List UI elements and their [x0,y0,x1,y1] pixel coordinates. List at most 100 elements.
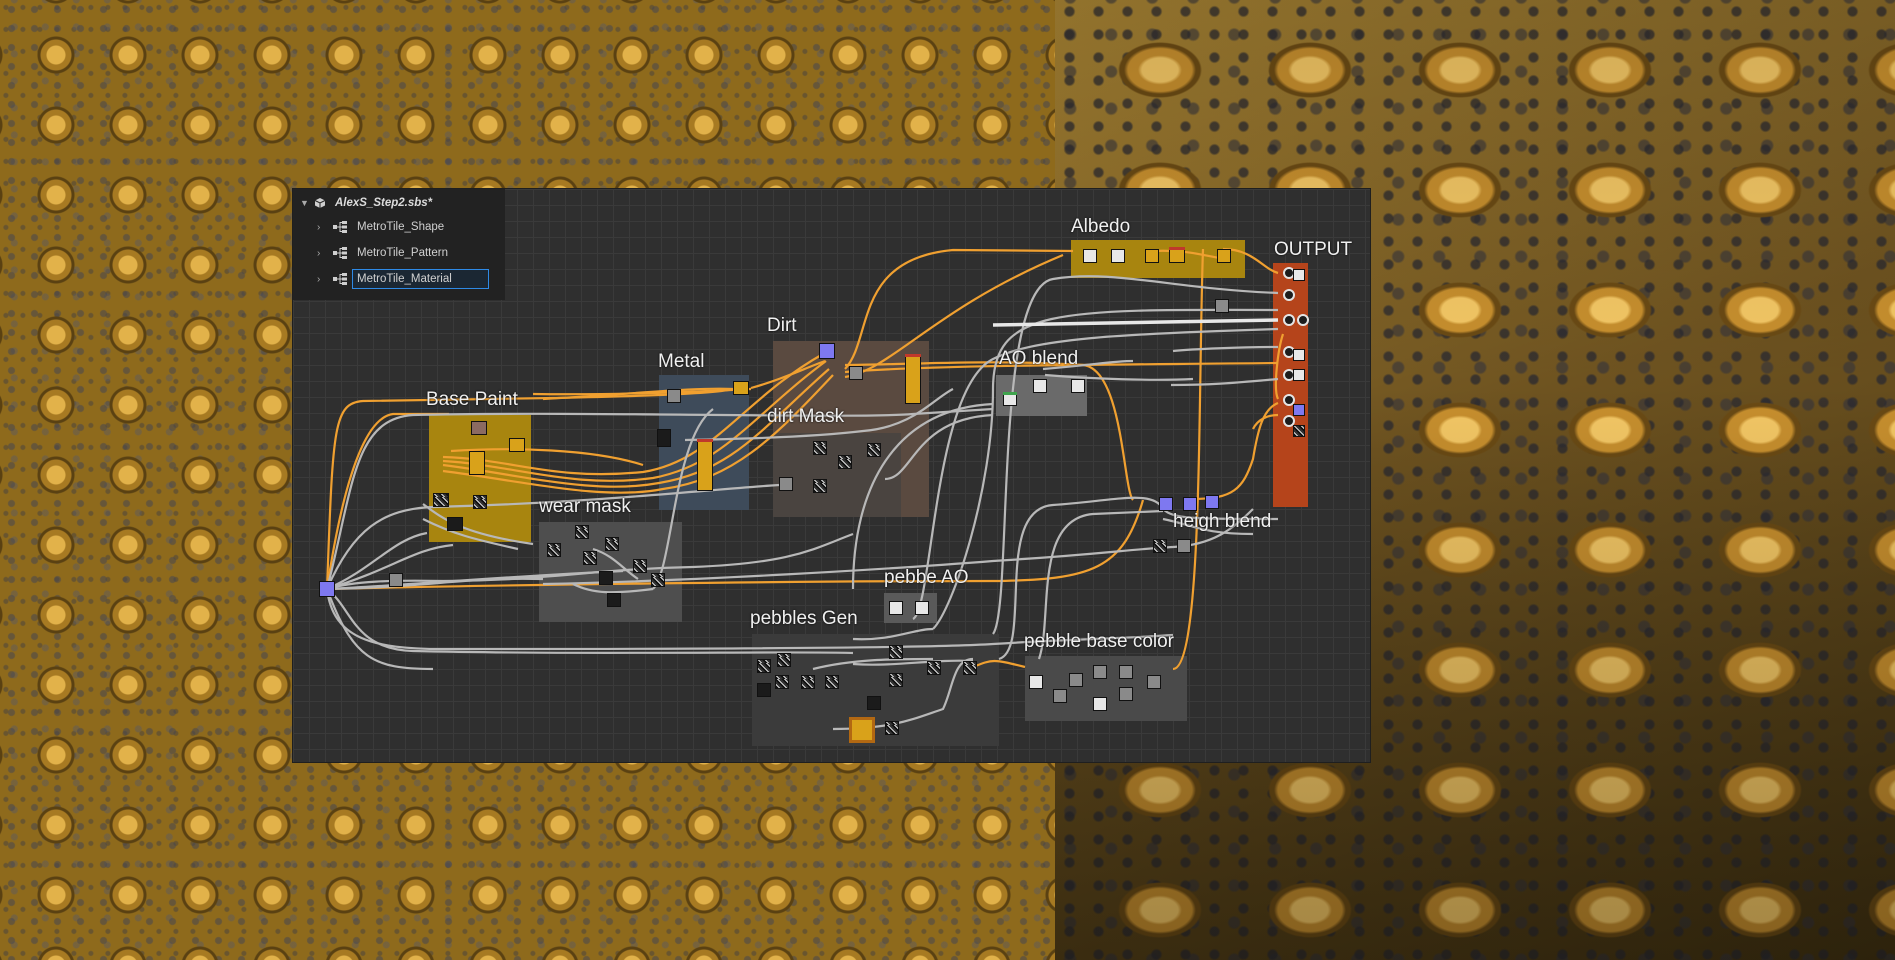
graph-node[interactable] [1083,249,1097,263]
frame-title-pebbles-gen: pebbles Gen [750,608,858,629]
graph-node[interactable] [1205,495,1219,509]
graph-node[interactable] [471,421,487,435]
graph-node[interactable] [583,551,597,565]
output-node[interactable] [1283,394,1295,406]
graph-node[interactable] [509,438,525,452]
graph-node[interactable] [885,721,899,735]
graph-node[interactable] [757,683,771,697]
graph-node[interactable] [813,479,827,493]
explorer-panel: ▼ AlexS_Step2.sbs* › MetroTile_Shape › [293,189,505,300]
graph-node[interactable] [733,381,749,395]
graph-node[interactable] [1029,675,1043,689]
explorer-package-row[interactable]: ▼ AlexS_Step2.sbs* [293,191,505,215]
frame-title-pebble-base-color: pebble base color [1024,631,1174,652]
graph-node[interactable] [813,441,827,455]
graph-node[interactable] [1119,665,1133,679]
chevron-right-icon[interactable]: › [317,247,321,259]
graph-node[interactable] [849,717,875,743]
graph-node[interactable] [963,661,977,675]
chevron-right-icon[interactable]: › [317,273,321,285]
graph-node[interactable] [757,659,771,673]
graph-node[interactable] [1069,673,1083,687]
graph-node[interactable] [849,366,863,380]
graph-icon [333,221,347,233]
frame-title-ao-blend: AO blend [999,348,1079,369]
graph-node[interactable] [1053,689,1067,703]
graph-node[interactable] [915,601,929,615]
graph-node[interactable] [605,537,619,551]
chevron-down-icon[interactable]: ▼ [300,198,309,208]
graph-node[interactable] [1033,379,1047,393]
graph-node[interactable] [905,354,921,404]
graph-node[interactable] [1093,697,1107,711]
graph-node[interactable] [547,543,561,557]
package-icon [314,198,326,208]
explorer-graph-item-selected[interactable]: › MetroTile_Material [293,267,505,291]
graph-node[interactable] [867,443,881,457]
frame-title-metal: Metal [658,351,705,372]
graph-node[interactable] [889,645,903,659]
graph-node[interactable] [1293,269,1305,281]
graph-node[interactable] [1215,299,1229,313]
graph-node[interactable] [607,593,621,607]
graph-node[interactable] [1145,249,1159,263]
explorer-graph-item[interactable]: › MetroTile_Shape [293,215,505,239]
graph-node[interactable] [1071,379,1085,393]
graph-node[interactable] [889,601,903,615]
graph-node[interactable] [819,343,835,359]
graph-node[interactable] [1293,404,1305,416]
graph-node[interactable] [838,455,852,469]
graph-node[interactable] [389,573,403,587]
graph-node[interactable] [779,477,793,491]
graph-node[interactable] [667,389,681,403]
frame-title-dirt-mask: dirt Mask [767,406,845,427]
graph-node[interactable] [1159,497,1173,511]
graph-node[interactable] [801,675,815,689]
graph-node[interactable] [1153,539,1167,553]
graph-node[interactable] [1293,349,1305,361]
graph-node[interactable] [775,675,789,689]
frame-dirt-mask[interactable] [773,433,901,517]
node-header [1169,247,1185,250]
graph-node[interactable] [433,493,449,507]
graph-node[interactable] [1111,249,1125,263]
explorer-graph-label: MetroTile_Shape [357,221,445,233]
node-header [697,439,713,442]
graph-node[interactable] [469,451,485,475]
graph-node[interactable] [1119,687,1133,701]
graph-node[interactable] [697,439,713,491]
graph-node[interactable] [1293,369,1305,381]
chevron-right-icon[interactable]: › [317,221,321,233]
graph-node[interactable] [633,559,647,573]
graph-node[interactable] [1177,539,1191,553]
graph-node[interactable] [889,673,903,687]
graph-node[interactable] [1183,497,1197,511]
graph-node[interactable] [1147,675,1161,689]
graph-node[interactable] [867,696,881,710]
output-node[interactable] [1283,289,1295,301]
graph-node[interactable] [1293,425,1305,437]
graph-node[interactable] [825,675,839,689]
graph-node[interactable] [447,517,463,531]
graph-node[interactable] [575,525,589,539]
output-node[interactable] [1297,314,1309,326]
frame-title-heigh-blend: heigh blend [1173,511,1272,532]
graph-node[interactable] [599,571,613,585]
graph-icon [333,273,347,285]
graph-editor-canvas[interactable]: Base Paint Metal Dirt dirt Mask Albedo O… [293,189,1370,762]
output-node[interactable] [1283,415,1295,427]
output-node[interactable] [1283,314,1295,326]
graph-node[interactable] [927,661,941,675]
frame-title-wear-mask: wear mask [539,496,631,517]
graph-node[interactable] [473,495,487,509]
frame-pebbles-gen[interactable] [752,634,999,746]
input-node[interactable] [319,581,335,597]
graph-node[interactable] [651,573,665,587]
frame-title-pebbe-ao: pebbe AO [884,567,969,588]
graph-node[interactable] [777,653,791,667]
graph-node[interactable] [657,429,671,447]
node-header [905,354,921,357]
explorer-graph-item[interactable]: › MetroTile_Pattern [293,241,505,265]
graph-node[interactable] [1217,249,1231,263]
graph-node[interactable] [1093,665,1107,679]
